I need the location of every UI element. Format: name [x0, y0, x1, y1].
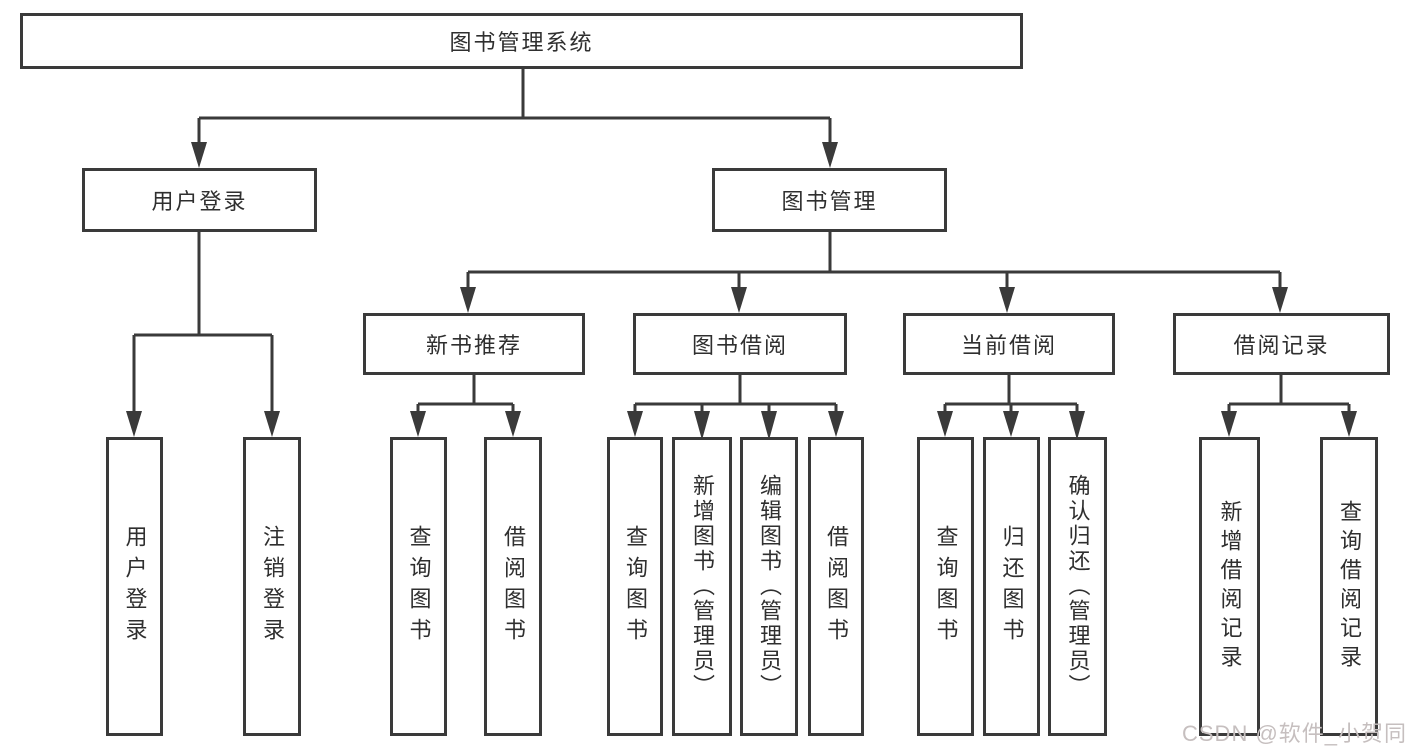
csdn-watermark: CSDN @软件_小贺同学	[1182, 721, 1405, 746]
leaf-add-borrow-record: 新增借阅记录	[1199, 437, 1260, 736]
node-label: 注销登录	[260, 524, 285, 649]
node-label: 图书管理	[781, 189, 878, 214]
arrow-down-icon	[1069, 411, 1085, 440]
arrow-down-icon	[410, 411, 426, 437]
node-user-login: 用户登录	[82, 168, 317, 232]
node-label: 新增图书（管理员）	[690, 474, 715, 699]
node-label: 归还图书	[999, 524, 1025, 649]
node-label: 图书借阅	[691, 333, 788, 358]
leaf-user-login: 用户登录	[106, 437, 163, 736]
arrow-down-icon	[828, 411, 844, 437]
leaf-logout: 注销登录	[243, 437, 301, 736]
arrow-down-icon	[1221, 411, 1237, 437]
node-label: 图书管理系统	[449, 30, 594, 55]
tree-lines	[132, 69, 1351, 417]
arrow-down-icon	[1272, 287, 1288, 313]
arrow-down-icon	[627, 411, 643, 437]
leaf-query-books-current: 查询图书	[917, 437, 974, 736]
node-label: 借阅图书	[824, 524, 849, 649]
leaf-confirm-return-admin: 确认归还（管理员）	[1048, 437, 1107, 736]
arrow-down-icon	[126, 411, 142, 437]
arrow-down-icon	[1003, 411, 1019, 437]
arrow-down-icon	[694, 411, 710, 440]
node-label: 新书推荐	[425, 333, 522, 358]
node-label: 查询借阅记录	[1337, 499, 1362, 674]
arrowhead-icons	[126, 142, 1357, 440]
node-label: 用户登录	[151, 189, 248, 214]
node-book-borrowing: 图书借阅	[633, 313, 847, 375]
node-label: 查询图书	[933, 524, 959, 649]
leaf-add-books-admin: 新增图书（管理员）	[672, 437, 732, 736]
leaf-edit-books-admin: 编辑图书（管理员）	[740, 437, 798, 736]
arrow-down-icon	[505, 411, 521, 437]
arrow-down-icon	[731, 287, 747, 313]
node-label: 用户登录	[122, 524, 148, 649]
arrow-down-icon	[937, 411, 953, 437]
leaf-query-books-borrow: 查询图书	[607, 437, 663, 736]
node-label: 确认归还（管理员）	[1065, 474, 1091, 699]
node-new-book-recommend: 新书推荐	[363, 313, 585, 375]
node-label: 当前借阅	[960, 333, 1057, 358]
node-borrowing-records: 借阅记录	[1173, 313, 1390, 375]
leaf-return-books: 归还图书	[983, 437, 1040, 736]
node-current-borrowing: 当前借阅	[903, 313, 1115, 375]
node-label: 查询图书	[623, 524, 648, 649]
arrow-down-icon	[1341, 411, 1357, 437]
node-library-system: 图书管理系统	[20, 13, 1023, 69]
arrow-down-icon	[822, 142, 838, 168]
leaf-borrow-books: 借阅图书	[808, 437, 864, 736]
leaf-borrow-books-new: 借阅图书	[484, 437, 542, 736]
arrow-down-icon	[761, 411, 777, 440]
node-label: 编辑图书（管理员）	[757, 474, 782, 699]
leaf-query-books-new: 查询图书	[390, 437, 447, 736]
arrow-down-icon	[191, 142, 207, 168]
node-label: 借阅图书	[501, 524, 526, 649]
node-book-management: 图书管理	[712, 168, 947, 232]
arrow-down-icon	[460, 287, 476, 313]
node-label: 借阅记录	[1233, 333, 1330, 358]
node-label: 新增借阅记录	[1217, 499, 1243, 674]
arrow-down-icon	[999, 287, 1015, 313]
leaf-query-borrow-record: 查询借阅记录	[1320, 437, 1378, 736]
arrow-down-icon	[264, 411, 280, 437]
node-label: 查询图书	[406, 524, 432, 649]
